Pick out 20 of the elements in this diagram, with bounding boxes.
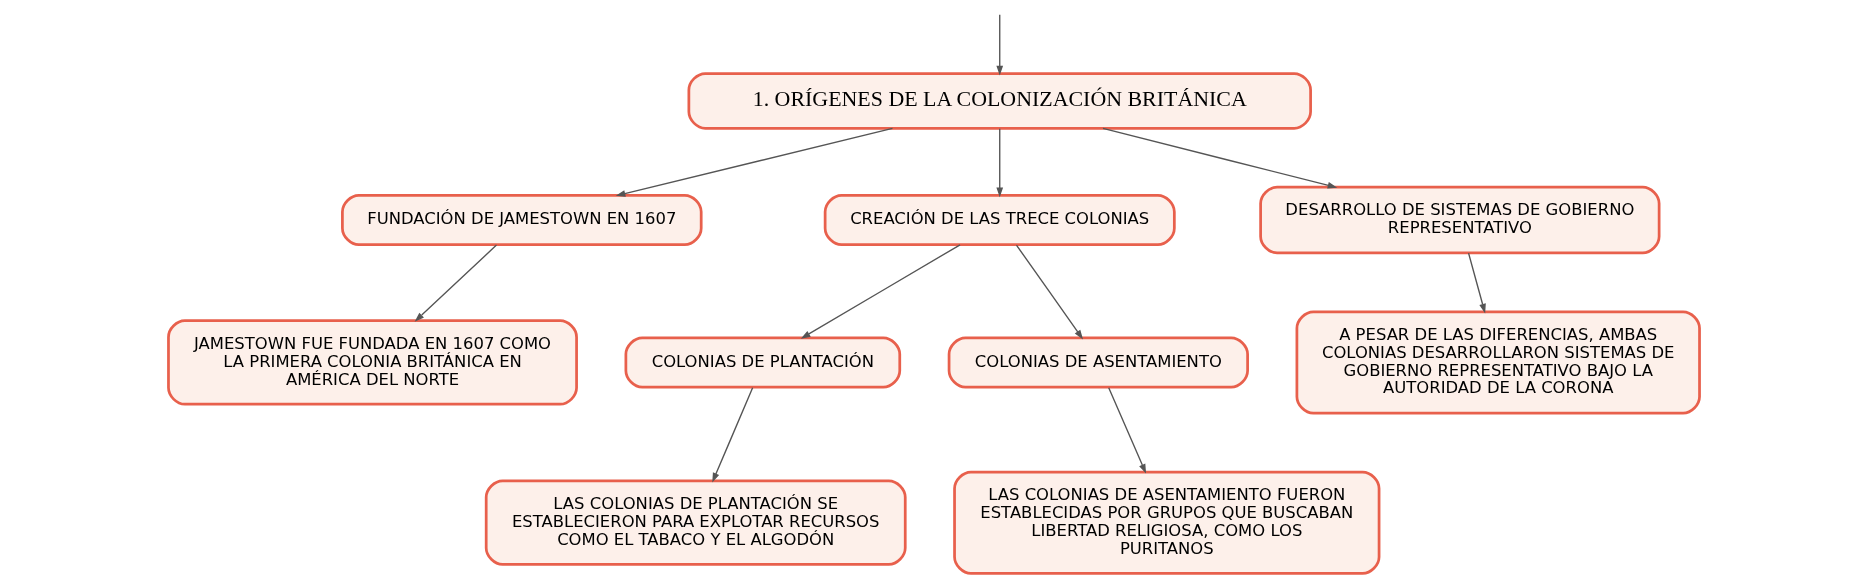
arrow <box>615 127 894 197</box>
arrow <box>712 387 754 483</box>
node-box: LAS COLONIAS DE ASENTAMIENTO FUERON ESTABLECIDAS POR GRUPOS QUE BUSCABAN LIBERTAD RELIGIOSA, COMO LOS PURITANOS <box>953 470 1381 575</box>
arrow <box>1102 127 1338 189</box>
arrow <box>1467 252 1486 314</box>
arrow <box>1015 244 1084 340</box>
node-box: FUNDACIÓN DE JAMESTOWN EN 1607 <box>341 194 703 247</box>
arrow <box>1108 387 1147 474</box>
node-box: COLONIAS DE PLANTACIÓN <box>624 336 902 389</box>
arrow <box>800 244 961 339</box>
node-box: DESARROLLO DE SISTEMAS DE GOBIERNO REPRESENTATIVO <box>1259 185 1661 255</box>
node-box: CREACIÓN DE LAS TRECE COLONIAS <box>823 194 1176 247</box>
node-box: JAMESTOWN FUE FUNDADA EN 1607 COMO LA PRIMERA COLONIA BRITÁNICA EN AMÉRICA DEL NORTE <box>167 319 578 406</box>
node-box: COLONIAS DE ASENTAMIENTO <box>947 336 1249 389</box>
node-box: 1. ORÍGENES DE LA COLONIZACIÓN BRITÁNICA <box>687 72 1312 130</box>
arrow <box>996 14 1004 76</box>
node-box: A PESAR DE LAS DIFERENCIAS, AMBAS COLONIAS DESARROLLARON SISTEMAS DE GOBIERNO REPRESENTATIVO BAJO LA AUTORIDAD DE LA CORONA <box>1295 310 1701 415</box>
node-box: LAS COLONIAS DE PLANTACIÓN SE ESTABLECIERON PARA EXPLOTAR RECURSOS COMO EL TABACO Y EL ALGODÓN <box>484 479 907 566</box>
arrow <box>996 128 1004 198</box>
arrow <box>414 244 498 322</box>
